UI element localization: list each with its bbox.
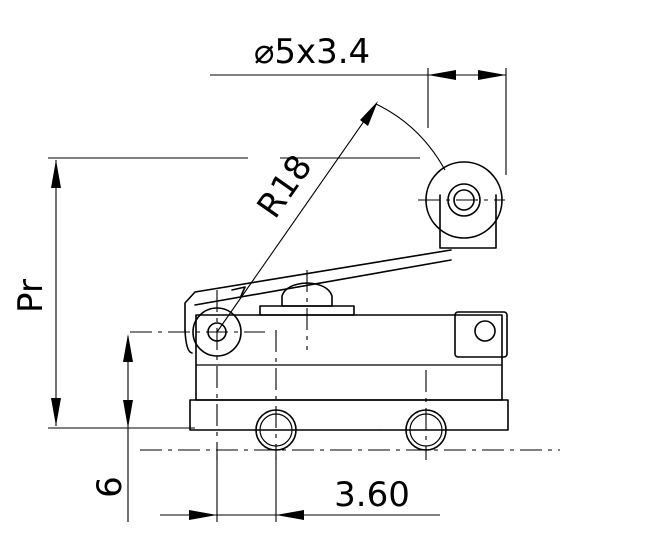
r18-dimension <box>216 101 446 333</box>
pr-label: Pr <box>11 279 51 313</box>
height-6-dimension <box>123 334 133 522</box>
r18-label: R18 <box>249 148 320 226</box>
diameter-dimension <box>210 68 507 175</box>
right-tab-hole <box>474 320 496 342</box>
spacing-360-dimension <box>160 455 440 522</box>
spacing-360-label: 3.60 <box>334 475 410 515</box>
pr-dimension <box>48 157 420 429</box>
switch-body <box>189 311 509 431</box>
diameter-label: ⌀5x3.4 <box>254 32 370 72</box>
center-lines <box>130 199 560 460</box>
height-6-label: 6 <box>90 476 130 498</box>
lever-arm <box>184 249 452 354</box>
